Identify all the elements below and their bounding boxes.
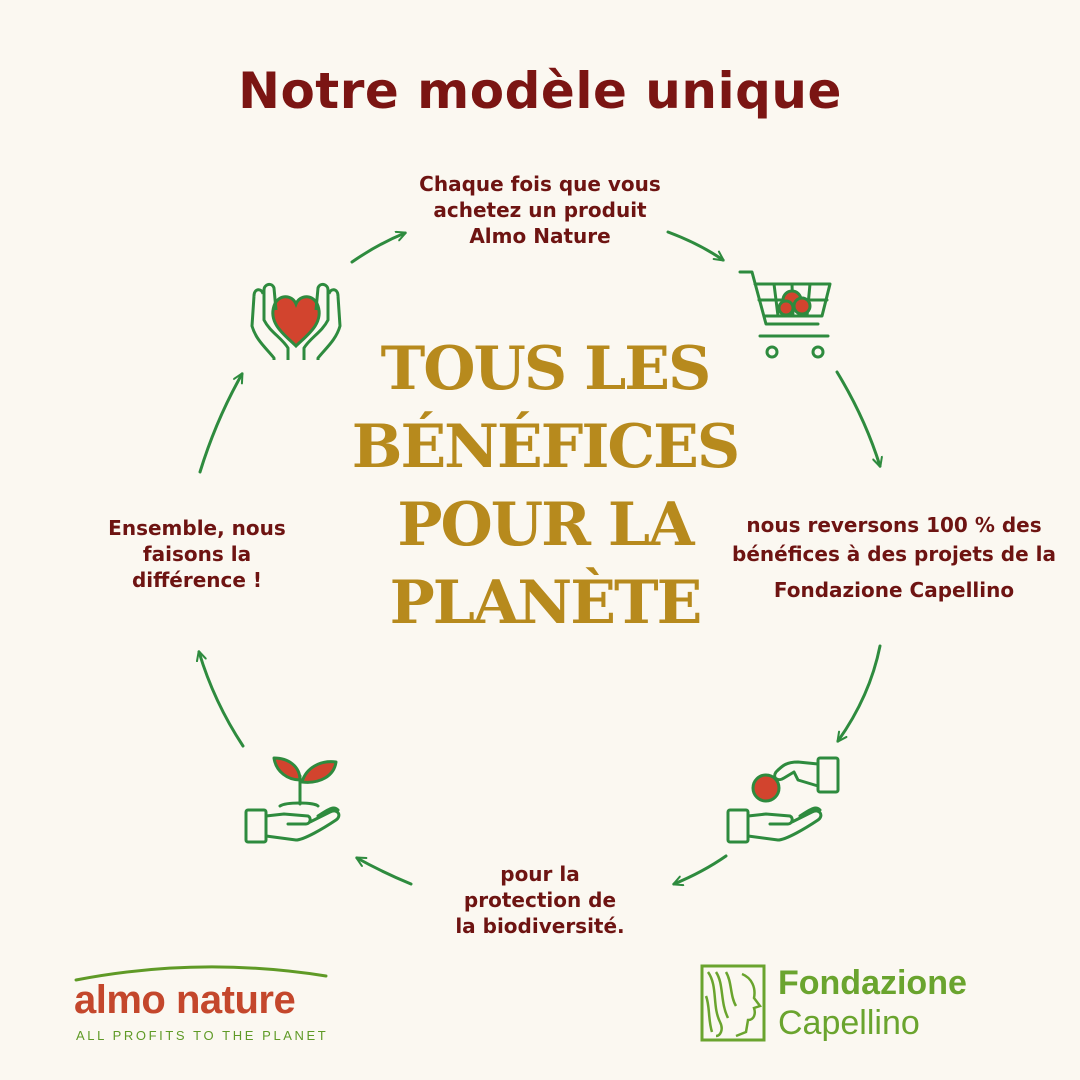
arrow-bottom-right bbox=[674, 854, 728, 884]
step-purchase-line: achetez un produit bbox=[433, 198, 647, 222]
step-donate-line: bénéfices à des projets de la bbox=[732, 542, 1056, 566]
center-message-line: POUR LA bbox=[397, 490, 694, 560]
step-purchase-text: Chaque fois que vous achetez un produit … bbox=[380, 171, 700, 249]
step-together-text: Ensemble, nous faisons la différence ! bbox=[90, 515, 304, 593]
step-together-line: Ensemble, nous bbox=[108, 516, 286, 540]
center-message-line: BÉNÉFICES bbox=[351, 412, 741, 482]
arrow-bottom-left bbox=[357, 856, 413, 886]
almo-nature-logo-text: almo nature bbox=[74, 978, 296, 1022]
arrow-right-upper bbox=[835, 370, 880, 466]
fondazione-emblem-logo bbox=[700, 964, 766, 1042]
arrow-left-lower bbox=[199, 652, 245, 748]
center-message: TOUS LES BÉNÉFICES POUR LA PLANÈTE bbox=[330, 330, 760, 642]
shopping-cart-icon bbox=[738, 270, 832, 359]
almo-swoosh-logo bbox=[74, 965, 328, 982]
step-donate-text: nous reversons 100 % des bénéfices à des… bbox=[718, 511, 1070, 605]
sprout-in-hand-icon bbox=[244, 756, 341, 844]
fondazione-logo-line2: Capellino bbox=[778, 1004, 920, 1042]
page-title: Notre modèle unique bbox=[238, 62, 842, 120]
step-purchase-line: Almo Nature bbox=[469, 224, 611, 248]
arrow-top-left bbox=[350, 233, 405, 264]
step-biodiversity-line: pour la bbox=[500, 862, 580, 886]
step-biodiversity-line: protection de bbox=[463, 888, 617, 912]
heart-in-hands-icon bbox=[250, 282, 342, 360]
fondazione-logo-line1: Fondazione bbox=[778, 964, 967, 1002]
step-purchase-line: Chaque fois que vous bbox=[419, 172, 661, 196]
step-donate-line: nous reversons 100 % des bbox=[746, 513, 1042, 537]
step-together-line: faisons la bbox=[142, 542, 252, 566]
arrow-right-lower bbox=[838, 644, 882, 741]
arrow-top-right bbox=[666, 230, 723, 260]
almo-nature-tagline: ALL PROFITS TO THE PLANET bbox=[76, 1028, 329, 1043]
center-message-line: PLANÈTE bbox=[389, 568, 703, 638]
arrow-left-upper bbox=[198, 374, 244, 474]
step-together-line: différence ! bbox=[131, 568, 263, 592]
giving-hands-icon bbox=[726, 756, 840, 844]
step-biodiversity-text: pour la protection de la biodiversité. bbox=[412, 861, 668, 939]
center-message-line: TOUS LES bbox=[380, 334, 712, 404]
step-donate-org: Fondazione Capellino bbox=[773, 578, 1015, 602]
step-biodiversity-line: la biodiversité. bbox=[455, 914, 625, 938]
